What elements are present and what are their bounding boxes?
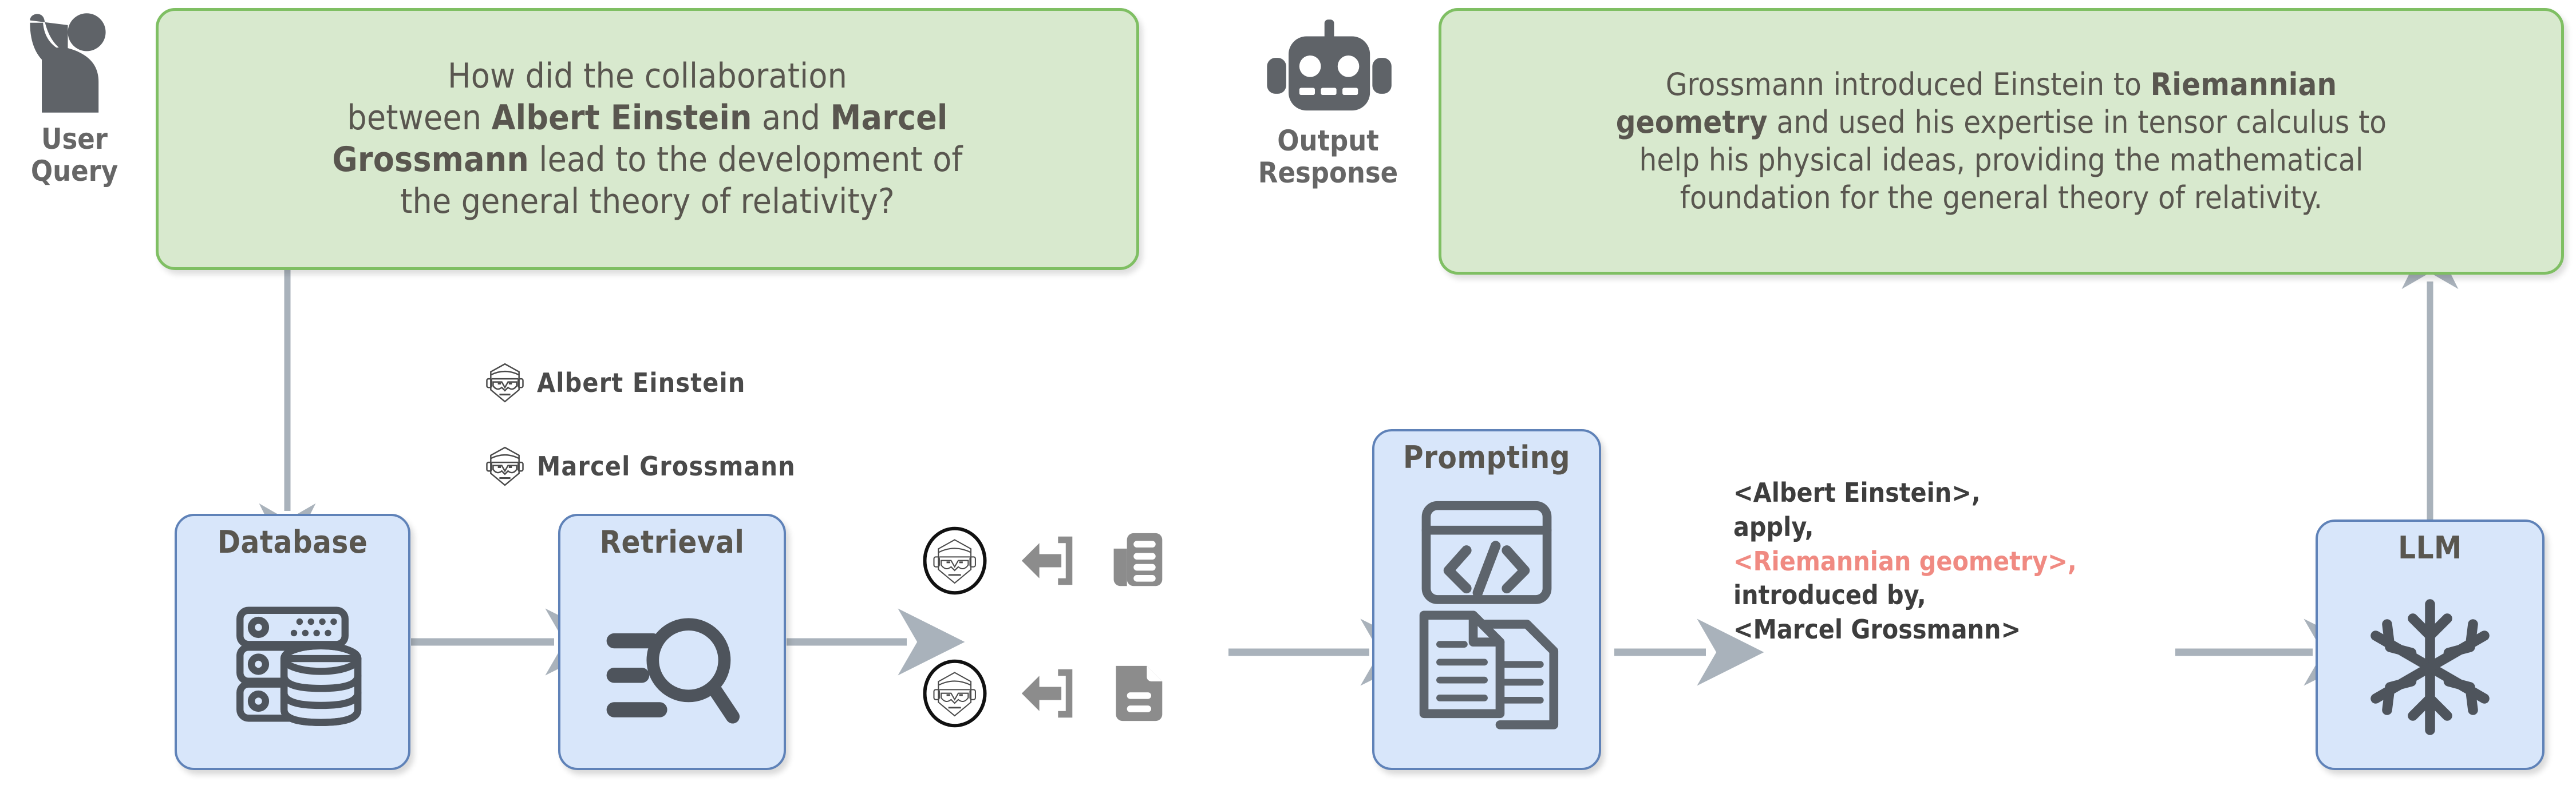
output-caption-line2: Response [1258, 156, 1398, 189]
user-caption-line2: Query [30, 154, 118, 188]
node-retrieval-label: Retrieval [599, 524, 745, 560]
bubble-line: How did the collaboration [332, 55, 962, 97]
bubble-line: Grossmann introduced Einstein to Riemann… [1616, 66, 2387, 104]
snowflake-frozen-icon [2318, 566, 2542, 768]
database-server-icon [177, 560, 408, 768]
entity-name-1: Marcel Grossmann [537, 451, 796, 482]
triple-line-0: <Albert Einstein>, [1733, 477, 1981, 508]
emphasized-entity: Grossmann [332, 140, 530, 180]
circled-person-face-icon [920, 526, 989, 595]
document-page-icon [1107, 661, 1167, 725]
bubble-line: help his physical ideas, providing the m… [1616, 141, 2387, 179]
plain-text: and [752, 97, 831, 138]
bubble-line: Grossmann lead to the development of [332, 139, 962, 181]
extract-arrow-icon [1017, 665, 1080, 722]
user-caption-line1: User [41, 122, 108, 156]
bubble-line: geometry and used his expertise in tenso… [1616, 104, 2387, 141]
output-response-caption: Output Response [1248, 125, 1408, 189]
extraction-row-0 [920, 526, 1167, 595]
emphasized-entity: Marcel [830, 97, 948, 138]
emphasized-entity: geometry [1615, 104, 1768, 141]
extraction-row-1 [920, 659, 1167, 728]
person-face-icon [484, 362, 526, 404]
triple-line-4: <Marcel Grossmann> [1733, 614, 2021, 645]
output-response-bubble: Grossmann introduced Einstein to Riemann… [1439, 8, 2564, 275]
knowledge-triple-text: <Albert Einstein>,apply,<Riemannian geom… [1733, 476, 2077, 647]
node-llm-label: LLM [2398, 530, 2462, 566]
node-prompting[interactable]: Prompting [1372, 429, 1601, 770]
plain-text: Grossmann introduced Einstein to [1665, 66, 2151, 103]
emphasized-entity: Riemannian [2150, 66, 2337, 103]
plain-text: help his physical ideas, providing the m… [1639, 142, 2364, 178]
triple-line-3: introduced by, [1733, 580, 1926, 611]
bubble-line: foundation for the general theory of rel… [1616, 179, 2387, 217]
node-prompting-label: Prompting [1402, 439, 1571, 475]
plain-text: and used his expertise in tensor calculu… [1767, 104, 2387, 141]
person-raised-hand-icon [6, 6, 149, 120]
list-search-icon [560, 560, 784, 768]
entity-name-0: Albert Einstein [537, 367, 746, 398]
user-query-caption: User Query [0, 123, 149, 187]
plain-text: lead to the development of [529, 140, 963, 180]
circled-person-face-icon [920, 659, 989, 728]
person-face-icon [484, 445, 526, 487]
output-caption-line1: Output [1277, 124, 1379, 157]
node-retrieval[interactable]: Retrieval [558, 514, 786, 770]
extract-arrow-icon [1017, 532, 1080, 589]
node-database-label: Database [217, 524, 368, 560]
plain-text: the general theory of relativity? [400, 181, 895, 222]
plain-text: between [347, 97, 492, 138]
bubble-line: the general theory of relativity? [332, 181, 962, 223]
node-database[interactable]: Database [175, 514, 410, 770]
triple-line-1: apply, [1733, 511, 1814, 542]
entity-list-item-0: Albert Einstein [484, 362, 746, 404]
bubble-line: between Albert Einstein and Marcel [332, 97, 962, 139]
output-response-text: Grossmann introduced Einstein to Riemann… [1601, 66, 2401, 217]
triple-line-2: <Riemannian geometry>, [1733, 545, 2077, 577]
plain-text: foundation for the general theory of rel… [1680, 179, 2323, 216]
plain-text: How did the collaboration [447, 55, 848, 96]
emphasized-entity: Albert Einstein [491, 97, 752, 138]
code-window-documents-icon [1374, 475, 1599, 768]
document-lines-icon [1107, 529, 1167, 593]
entity-list-item-1: Marcel Grossmann [484, 445, 796, 487]
node-llm[interactable]: LLM [2316, 520, 2545, 770]
robot-icon [1254, 11, 1402, 126]
